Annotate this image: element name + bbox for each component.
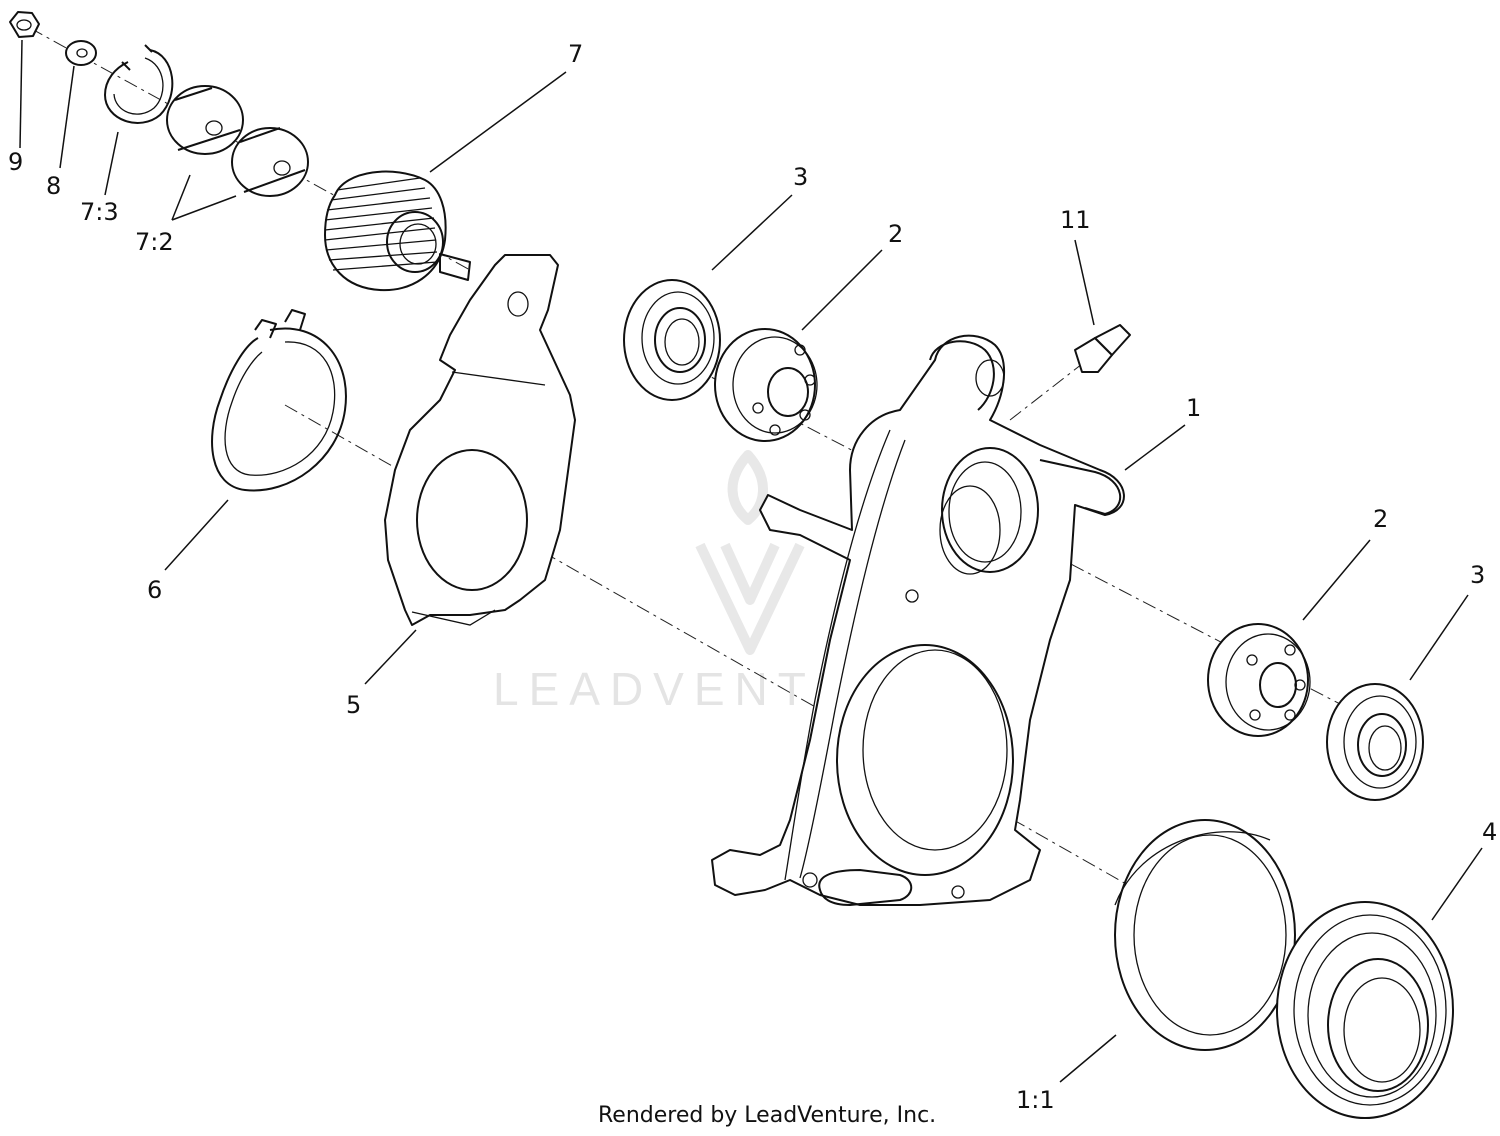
callout-7-2: 7:2 [135, 228, 174, 256]
pulley-bearing-part-a [166, 85, 244, 155]
large-retaining-ring-part [211, 309, 347, 492]
callout-6: 6 [147, 576, 162, 604]
idler-arm-part [711, 334, 1125, 906]
callout-8: 8 [46, 172, 61, 200]
callout-3-top: 3 [793, 163, 808, 191]
seal-part-top [623, 279, 721, 401]
grease-fitting-part [1074, 324, 1131, 373]
callout-1: 1 [1186, 394, 1201, 422]
callout-2-right: 2 [1373, 505, 1388, 533]
callout-9: 9 [8, 148, 23, 176]
callout-1-1: 1:1 [1016, 1086, 1055, 1114]
watermark-logo-icon [695, 450, 805, 655]
hex-nut-part [9, 11, 40, 38]
callout-11: 11 [1060, 206, 1091, 234]
callout-5: 5 [346, 691, 361, 719]
idler-bracket-part [384, 254, 576, 626]
leader-lines [19, 39, 1483, 1083]
seal-part-right [1326, 683, 1424, 801]
ball-bearing-part-top [714, 328, 818, 442]
ball-bearing-part-right [1207, 623, 1311, 737]
callout-2-top: 2 [888, 220, 903, 248]
thin-ring-part [1114, 819, 1296, 1051]
small-retaining-ring-part [104, 44, 174, 124]
callout-3-right: 3 [1470, 561, 1485, 589]
callout-7: 7 [568, 40, 583, 68]
footer-credit: Rendered by LeadVenture, Inc. [598, 1103, 936, 1128]
grooved-pulley-part [324, 170, 471, 292]
seal-cup-part [1276, 901, 1454, 1119]
callout-7-3: 7:3 [80, 198, 119, 226]
washer-part [65, 40, 97, 66]
callout-4: 4 [1482, 818, 1497, 846]
pulley-bearing-part-b [231, 127, 309, 197]
